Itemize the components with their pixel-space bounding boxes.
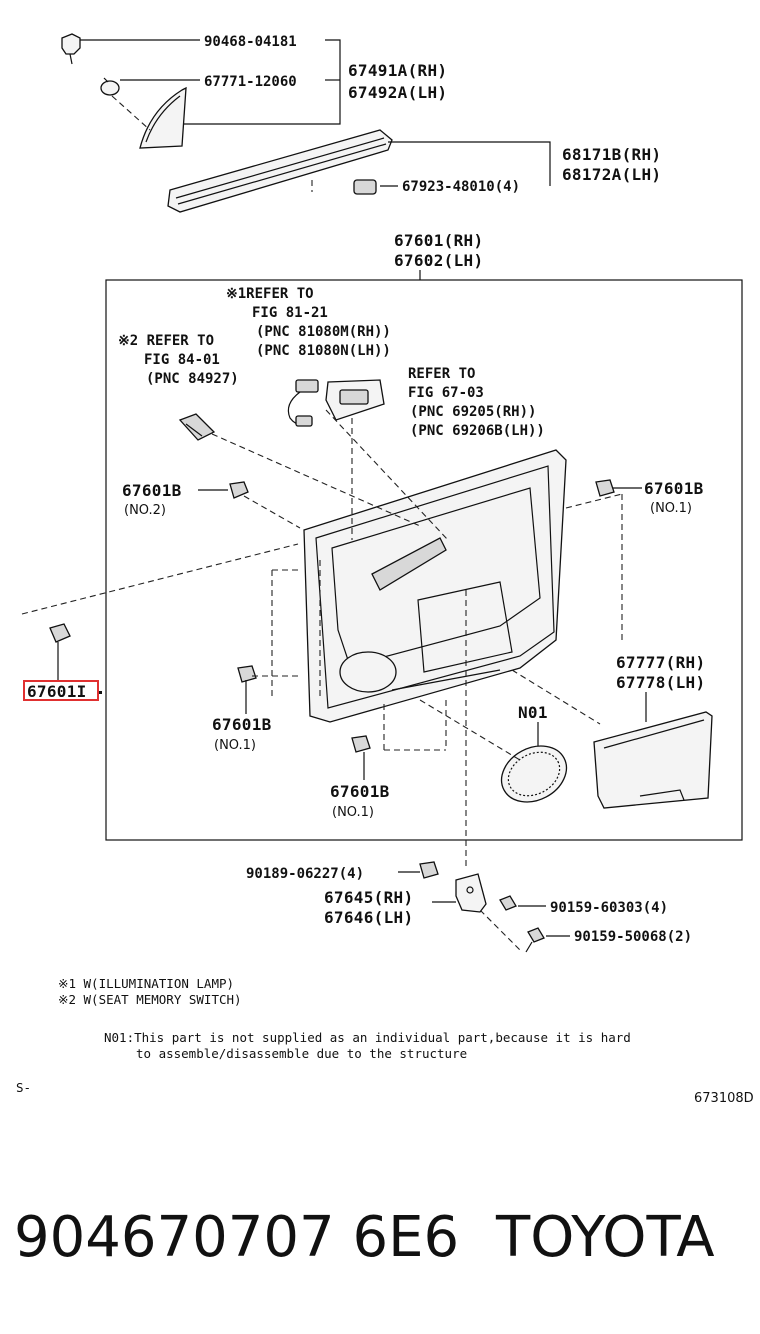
label-weatherstrip-lh: 68172A(LH) [562, 165, 661, 184]
footer-brand: TOYOTA [495, 1205, 715, 1270]
ref1-line1: ※1REFER TO [226, 286, 314, 302]
clip-b-left [229, 481, 249, 499]
label-panel-rh: 67601(RH) [394, 231, 483, 250]
s-mark: S- [16, 1080, 31, 1095]
label-weatherstrip-clip: 67923-48010(4) [402, 179, 520, 195]
label-screw-a: 90159-60303(4) [550, 900, 668, 916]
ref2-line2: FIG 84-01 [144, 352, 220, 368]
door-pocket [593, 711, 713, 809]
clip-b-mid [237, 665, 257, 683]
label-clip-b-right: 67601B [644, 479, 704, 498]
ref2-line3: (PNC 84927) [146, 371, 239, 387]
door-bracket [455, 873, 487, 913]
screw-small [419, 861, 439, 879]
label-screw-b: 90159-50068(2) [574, 929, 692, 945]
label-clip-top: 90468-04181 [204, 34, 297, 50]
ref1-line3: (PNC 81080M(RH)) [256, 324, 391, 340]
label-garnish-rh: 67491A(RH) [348, 61, 447, 80]
clip-b-bottom [351, 735, 371, 753]
label-clip-b-mid-no: (NO.1) [214, 738, 256, 753]
clip-highlighted [49, 623, 71, 680]
clip-90468 [61, 33, 81, 65]
seat-memory-switch [178, 413, 216, 441]
illumination-lamp [287, 379, 319, 427]
clip-b-right [595, 479, 615, 497]
screw-b [525, 927, 545, 953]
label-highlighted: 67601I [27, 682, 87, 701]
handle-bezel [325, 379, 385, 421]
label-pocket-rh: 67777(RH) [616, 653, 705, 672]
note-illumination: ※1 W(ILLUMINATION LAMP) [58, 976, 234, 991]
footer-part-number: 904670707 6E6 [14, 1205, 459, 1270]
note-n01-line1: N01:This part is not supplied as an indi… [104, 1030, 631, 1045]
label-n01: N01 [518, 703, 548, 722]
assembly-dashed-lines [21, 409, 623, 953]
label-clip-b-mid: 67601B [212, 715, 272, 734]
label-bracket-rh: 67645(RH) [324, 888, 413, 907]
label-pocket-lh: 67778(LH) [616, 673, 705, 692]
label-clip-b-bottom-no: (NO.1) [332, 805, 374, 820]
garnish-panel [111, 86, 187, 149]
ref1-line2: FIG 81-21 [252, 305, 328, 321]
label-clip-b-left-no: (NO.2) [124, 503, 166, 518]
ref3-line1: REFER TO [408, 366, 475, 382]
door-trim-panel [303, 449, 567, 723]
label-clip-b-right-no: (NO.1) [650, 501, 692, 516]
ref2-line1: ※2 REFER TO [118, 333, 214, 349]
note-n01-line2: to assemble/disassemble due to the struc… [136, 1046, 467, 1061]
highlight-box [23, 680, 99, 701]
ref3-line3: (PNC 69205(RH)) [410, 404, 536, 420]
ref3-line4: (PNC 69206B(LH)) [410, 423, 545, 439]
label-screw-small: 90189-06227(4) [246, 866, 364, 882]
screw-a [499, 895, 517, 911]
label-clip-small: 67771-12060 [204, 74, 297, 90]
ref3-line2: FIG 67-03 [408, 385, 484, 401]
note-seat-memory: ※2 W(SEAT MEMORY SWITCH) [58, 992, 242, 1007]
clip-67771 [100, 77, 120, 96]
label-weatherstrip-rh: 68171B(RH) [562, 145, 661, 164]
label-bracket-lh: 67646(LH) [324, 908, 413, 927]
label-clip-b-bottom: 67601B [330, 782, 390, 801]
ref1-line4: (PNC 81080N(LH)) [256, 343, 391, 359]
speaker-grille-n01 [500, 745, 568, 803]
panel-frame [105, 279, 743, 841]
figure-code: 673108D [694, 1091, 754, 1106]
label-clip-b-left: 67601B [122, 481, 182, 500]
weatherstrip [167, 129, 393, 213]
label-panel-lh: 67602(LH) [394, 251, 483, 270]
label-garnish-lh: 67492A(LH) [348, 83, 447, 102]
